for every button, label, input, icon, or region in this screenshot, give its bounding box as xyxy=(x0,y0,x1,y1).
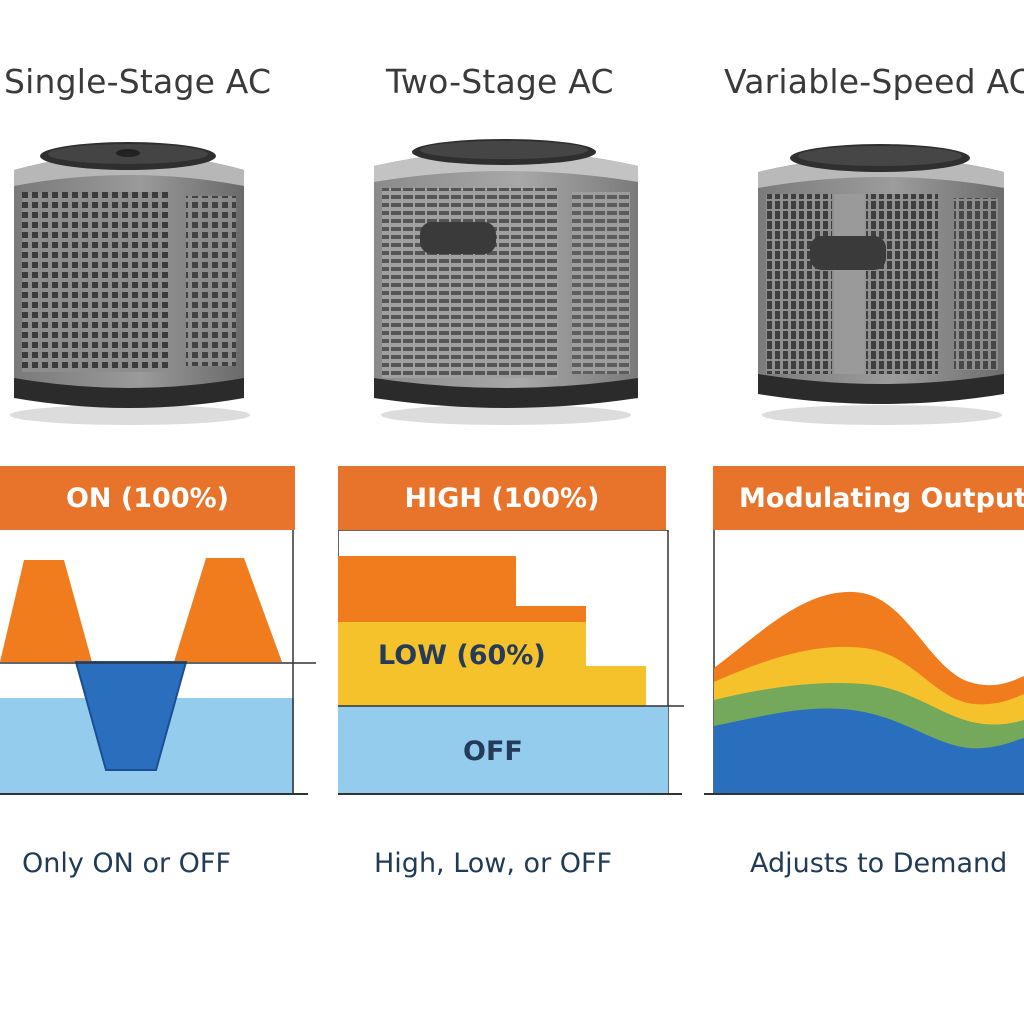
low-band xyxy=(338,620,646,706)
low-stage-label: LOW (60%) xyxy=(378,640,546,671)
on-cycle-peak xyxy=(174,558,282,662)
single-stage-caption: Only ON or OFF xyxy=(22,848,231,879)
off-stage-label: OFF xyxy=(463,736,523,767)
two-stage-header: HIGH (100%) xyxy=(338,466,666,530)
ac-condenser-unit-icon xyxy=(10,142,250,425)
off-cycle-trough xyxy=(74,661,188,771)
ac-condenser-unit-icon xyxy=(374,139,638,425)
two-stage-title: Two-Stage AC xyxy=(386,62,614,101)
two-stage-cycle-diagram xyxy=(338,530,684,795)
two-stage-caption: High, Low, or OFF xyxy=(374,848,613,879)
single-stage-header: ON (100%) xyxy=(0,466,295,530)
single-stage-cycle-diagram xyxy=(0,530,316,795)
off-band xyxy=(338,706,668,794)
variable-speed-header: Modulating Output xyxy=(713,466,1024,530)
variable-speed-output-diagram xyxy=(704,530,1024,795)
on-cycle-peak xyxy=(0,560,92,662)
variable-speed-caption: Adjusts to Demand xyxy=(750,848,1008,879)
high-band xyxy=(338,556,586,622)
base-output-wave xyxy=(714,708,1024,794)
variable-speed-title: Variable-Speed AC xyxy=(724,62,1024,101)
single-stage-title: Single-Stage AC xyxy=(4,62,272,101)
ac-condenser-unit-icon xyxy=(758,144,1004,425)
